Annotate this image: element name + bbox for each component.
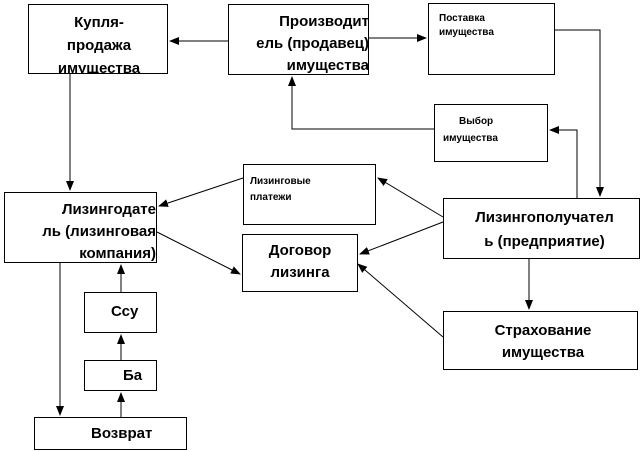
edge-lizingodatel-dogovor (156, 231, 241, 275)
node-label: Купля- продажа имущества (57, 14, 141, 74)
node-label: Ба (123, 367, 143, 384)
edge-lizingopoluchatel-platezhi (377, 177, 444, 218)
node-lizingopoluchatel: Лизингополучател ь (предприятие) (443, 198, 640, 259)
node-label-line-2: имущества (443, 133, 498, 144)
node-label: Договор лизинга (268, 242, 332, 281)
node-ssu: Ссу (84, 292, 157, 333)
node-label: Производит ель (продавец) имущества (256, 13, 369, 74)
node-vozvrat: Возврат (34, 417, 187, 450)
edge-vybor-proizvoditel (288, 76, 434, 130)
node-label: Выбор имущества (443, 113, 547, 147)
node-label: Возврат (91, 425, 153, 442)
node-ba: Ба (84, 360, 157, 391)
node-lizing-platezhi: Лизинговые платежи (243, 164, 376, 225)
edge-strakhovanie-dogovor (357, 263, 444, 338)
node-vybor: Выбор имущества (434, 104, 548, 162)
node-label: Поставка имущества (439, 13, 494, 38)
edge-lizingopoluchatel-vybor (549, 126, 578, 198)
node-strakhovanie: Страхование имущества (443, 311, 638, 370)
node-label: Ссу (111, 303, 139, 320)
edge-lizingopoluchatel-dogovor (359, 221, 444, 255)
node-proizvoditel: Производит ель (продавец) имущества (228, 4, 369, 75)
node-label-line-1: Выбор (459, 116, 494, 127)
node-label: Лизингополучател ь (предприятие) (475, 209, 614, 250)
node-label: Страхование имущества (494, 322, 592, 361)
node-label: Лизинговые платежи (250, 176, 311, 203)
node-label: Лизингодате ль (лизинговая компания) (42, 201, 156, 262)
node-lizingodatel: Лизингодате ль (лизинговая компания) (4, 192, 157, 263)
node-postavka: Поставка имущества (428, 3, 555, 75)
node-dogovor-lizinga: Договор лизинга (242, 234, 358, 292)
edge-postavka-lizingopoluchatel (555, 29, 604, 197)
node-kuplya-prodazha: Купля- продажа имущества (28, 4, 168, 74)
edge-platezhi-lizingodatel (158, 177, 244, 207)
